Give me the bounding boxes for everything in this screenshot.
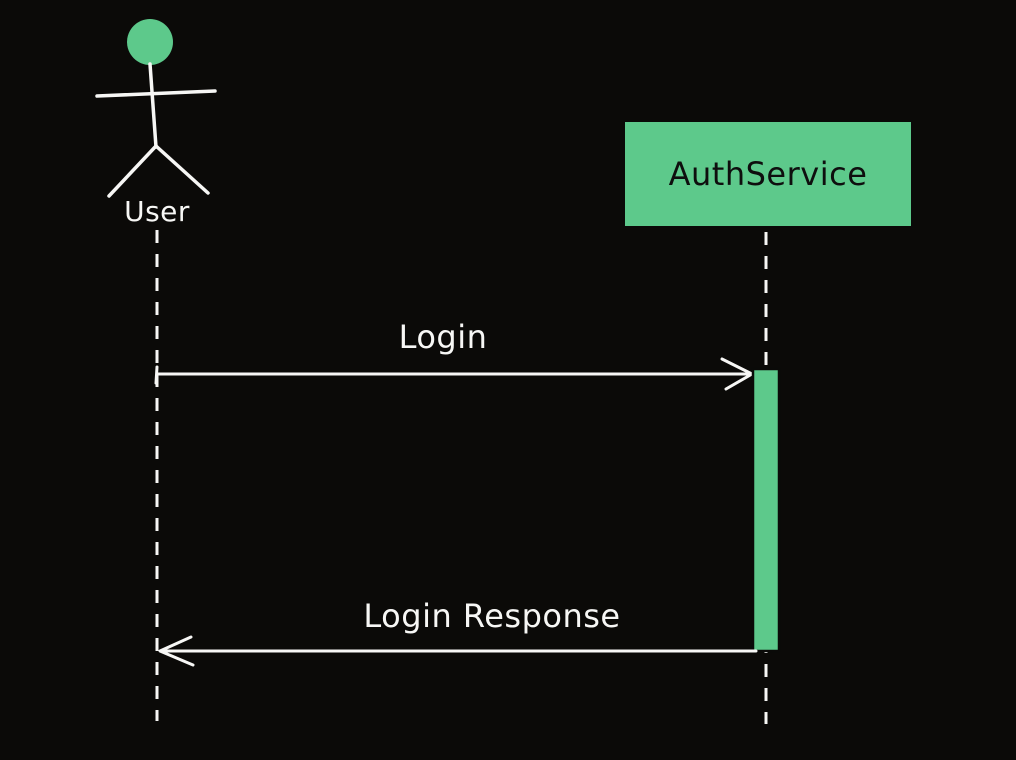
message-label-login-response: Login Response	[363, 597, 621, 635]
message-arrow-login-response	[158, 635, 758, 667]
actor-leg-right	[154, 144, 210, 195]
actor-head	[127, 19, 173, 65]
message-label-login: Login	[398, 318, 488, 356]
arrow-start-tick	[154, 365, 159, 385]
participant-label-authservice: AuthService	[668, 155, 868, 193]
actor-figure-user	[95, 19, 217, 198]
actor-body	[148, 62, 158, 149]
actor-label-user: User	[124, 195, 190, 228]
arrowhead-left-icon	[158, 635, 195, 667]
actor-arms	[95, 89, 217, 98]
activation-bar	[751, 367, 781, 653]
participant-box-authservice: AuthService	[623, 120, 913, 228]
message-arrow-login	[154, 357, 754, 391]
actor-leg-left	[107, 144, 158, 198]
